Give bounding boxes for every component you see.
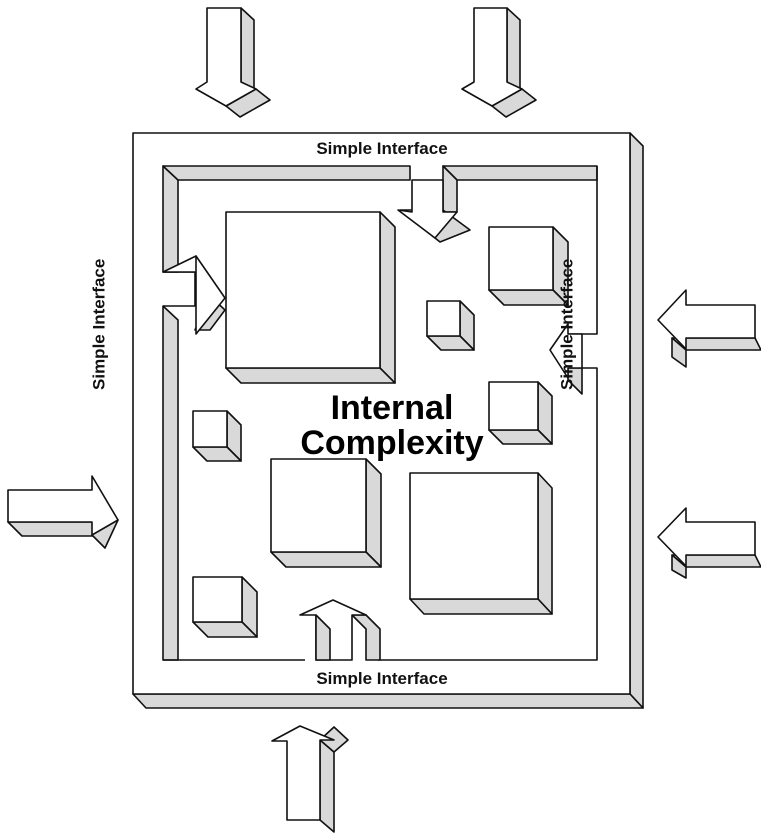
cube-small-1 — [426, 300, 475, 351]
internal-cubes — [192, 211, 569, 638]
arrow-right-top — [657, 289, 761, 368]
arrow-inner-top — [397, 179, 471, 243]
arrow-inner-right — [549, 323, 583, 379]
arrow-right-bottom — [657, 507, 761, 579]
inner-arrows — [162, 179, 583, 661]
cube-medium-2 — [488, 381, 553, 445]
interface-label-right: Simple Interface — [557, 259, 576, 390]
center-label-line1: Internal — [331, 389, 454, 427]
cube-large-1 — [225, 211, 396, 384]
interface-label-bottom: Simple Interface — [316, 669, 447, 688]
arrow-top-left — [195, 7, 271, 118]
center-label-line2: Complexity — [300, 424, 483, 462]
outer-arrows — [7, 7, 761, 833]
arrow-top-right — [461, 7, 537, 118]
cube-small-3 — [192, 576, 258, 638]
cube-large-2 — [270, 458, 382, 568]
arrow-inner-left — [162, 255, 226, 335]
inner-interface-walls — [162, 165, 598, 661]
interface-label-left: Simple Interface — [89, 259, 108, 390]
arrow-inner-bottom — [299, 599, 367, 661]
cube-small-2 — [192, 410, 242, 462]
cube-medium-1 — [488, 226, 569, 306]
cube-large-3 — [409, 472, 553, 615]
arrow-left — [7, 475, 119, 549]
arrow-bottom — [271, 725, 349, 833]
interface-label-top: Simple Interface — [316, 139, 447, 158]
